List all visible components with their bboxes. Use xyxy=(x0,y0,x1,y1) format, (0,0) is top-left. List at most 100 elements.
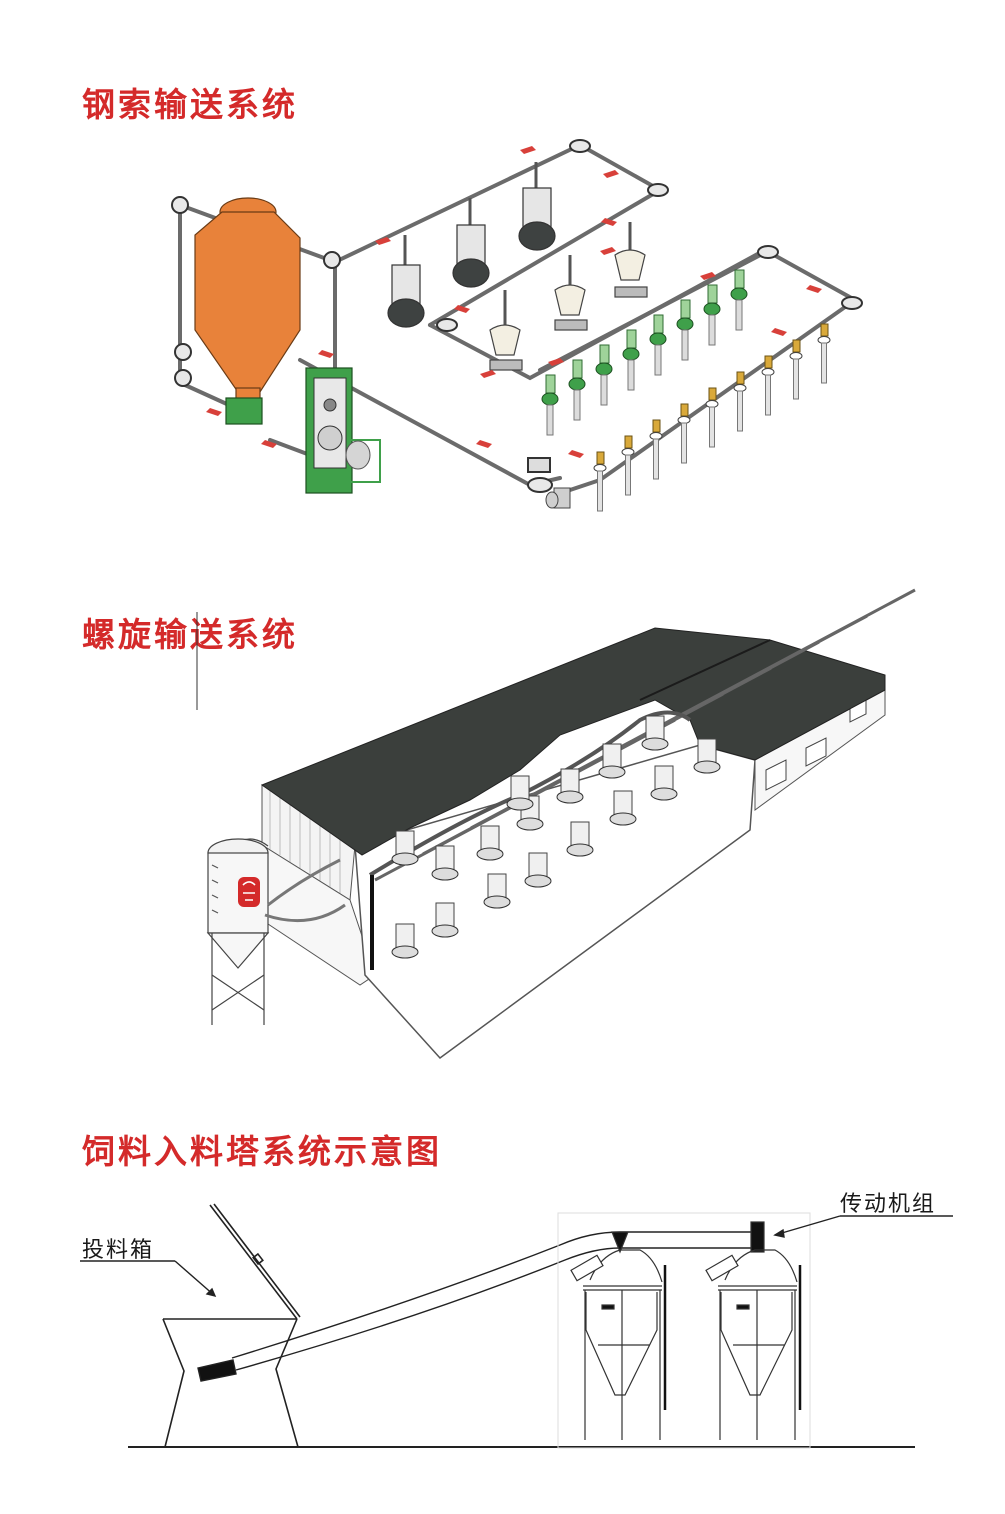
drop-tube xyxy=(625,454,631,496)
corner-wheels xyxy=(171,139,863,493)
green-feeder-head xyxy=(680,299,691,319)
brand-logo-icon xyxy=(238,877,260,907)
green-feeder-cup xyxy=(676,317,694,331)
drop-collar xyxy=(789,352,803,360)
feeder-pan xyxy=(556,790,584,804)
drop-tube xyxy=(735,299,743,331)
feeder-body xyxy=(395,923,415,951)
red-direction-arrow xyxy=(520,146,536,154)
auger-feeder-lines xyxy=(368,588,916,959)
green-feeder-cup xyxy=(649,332,667,346)
green-feeder-cup xyxy=(622,347,640,361)
red-direction-arrow xyxy=(454,305,470,313)
feeder-pan xyxy=(516,817,544,831)
drop-tube xyxy=(597,470,603,512)
drop-collar xyxy=(593,464,607,472)
drop-valve xyxy=(596,451,605,465)
red-direction-arrow xyxy=(806,285,822,293)
drop-valve xyxy=(764,355,773,369)
feeder-body xyxy=(520,795,540,823)
cable-conveying-diagram xyxy=(171,139,863,512)
feeder-pan xyxy=(693,760,721,774)
feeder-body xyxy=(480,825,500,853)
red-direction-arrow xyxy=(771,328,787,336)
feeder-pan xyxy=(391,852,419,866)
red-direction-arrow xyxy=(601,218,617,226)
hanging-feeders-dark xyxy=(387,162,556,328)
barn-side-wall xyxy=(754,689,886,811)
drop-tube xyxy=(654,344,662,376)
silo-left xyxy=(570,1231,667,1440)
pan-feeders-white xyxy=(489,222,648,371)
green-feeder-cup xyxy=(541,392,559,406)
feeder-body xyxy=(528,852,548,880)
hopper-callout xyxy=(80,1260,217,1298)
auger-line xyxy=(566,614,868,778)
feeder-body xyxy=(570,821,590,849)
green-feeder-cup xyxy=(730,287,748,301)
section-title-cable-conveying: 钢索输送系统 xyxy=(82,85,298,124)
feed-silo-orange xyxy=(194,197,301,403)
drop-tube xyxy=(681,422,687,464)
green-feeder-head xyxy=(707,284,718,304)
feeder-pan xyxy=(598,765,626,779)
feeder-pan xyxy=(506,797,534,811)
white-drop-tubes xyxy=(593,323,831,512)
drop-collar xyxy=(761,368,775,376)
feeder-pan xyxy=(476,847,504,861)
red-direction-arrow xyxy=(700,272,716,280)
feeder-body xyxy=(613,790,633,818)
feeder-pan xyxy=(641,737,669,751)
red-direction-arrow xyxy=(206,408,222,416)
section-title-auger-conveying: 螺旋输送系统 xyxy=(82,615,298,654)
hopper-label: 投料箱 xyxy=(82,1238,155,1263)
drop-tube xyxy=(600,374,608,406)
green-feeder-cup xyxy=(703,302,721,316)
drive-callout xyxy=(773,1215,953,1238)
silo-right xyxy=(705,1221,802,1440)
feeder-body xyxy=(487,873,507,901)
drop-collar xyxy=(677,416,691,424)
red-direction-arrow xyxy=(600,247,616,255)
green-feeder-head xyxy=(599,344,610,364)
drop-tube xyxy=(627,359,635,391)
drop-tube xyxy=(573,389,581,421)
auger-line xyxy=(614,588,916,752)
feeder-body xyxy=(435,845,455,873)
drop-valve xyxy=(708,387,717,401)
feeder-pan xyxy=(431,867,459,881)
feeder-body xyxy=(654,765,674,793)
feeder-body xyxy=(697,738,717,766)
drop-valve xyxy=(792,339,801,353)
silo-room-outline xyxy=(557,1212,811,1449)
inclined-auger-pipe xyxy=(197,1231,760,1382)
drop-tube xyxy=(793,358,799,400)
red-direction-arrow xyxy=(548,358,564,366)
green-feeder-cup xyxy=(568,377,586,391)
green-drop-feeders xyxy=(541,269,748,436)
green-feeder-head xyxy=(626,329,637,349)
drop-tube xyxy=(709,406,715,448)
red-direction-arrow xyxy=(318,350,334,358)
drop-collar xyxy=(621,448,635,456)
drop-tube xyxy=(765,374,771,416)
red-direction-arrow xyxy=(375,237,391,245)
drop-valve xyxy=(736,371,745,385)
auger-line xyxy=(470,666,772,830)
drop-valve xyxy=(624,435,633,449)
feeder-pan xyxy=(609,812,637,826)
auger-line xyxy=(518,640,820,804)
green-feeder-head xyxy=(545,374,556,394)
auger-line xyxy=(374,718,676,882)
auger-line xyxy=(422,692,724,856)
drop-tube xyxy=(708,314,716,346)
green-feeder-head xyxy=(653,314,664,334)
drop-tube xyxy=(737,390,743,432)
direction-arrows xyxy=(206,146,822,458)
feed-silo-auger xyxy=(206,838,346,1025)
silo-outlet-box xyxy=(225,397,263,425)
feeder-body xyxy=(510,775,530,803)
drop-collar xyxy=(817,336,831,344)
feeder-body xyxy=(645,715,665,743)
drop-collar xyxy=(649,432,663,440)
